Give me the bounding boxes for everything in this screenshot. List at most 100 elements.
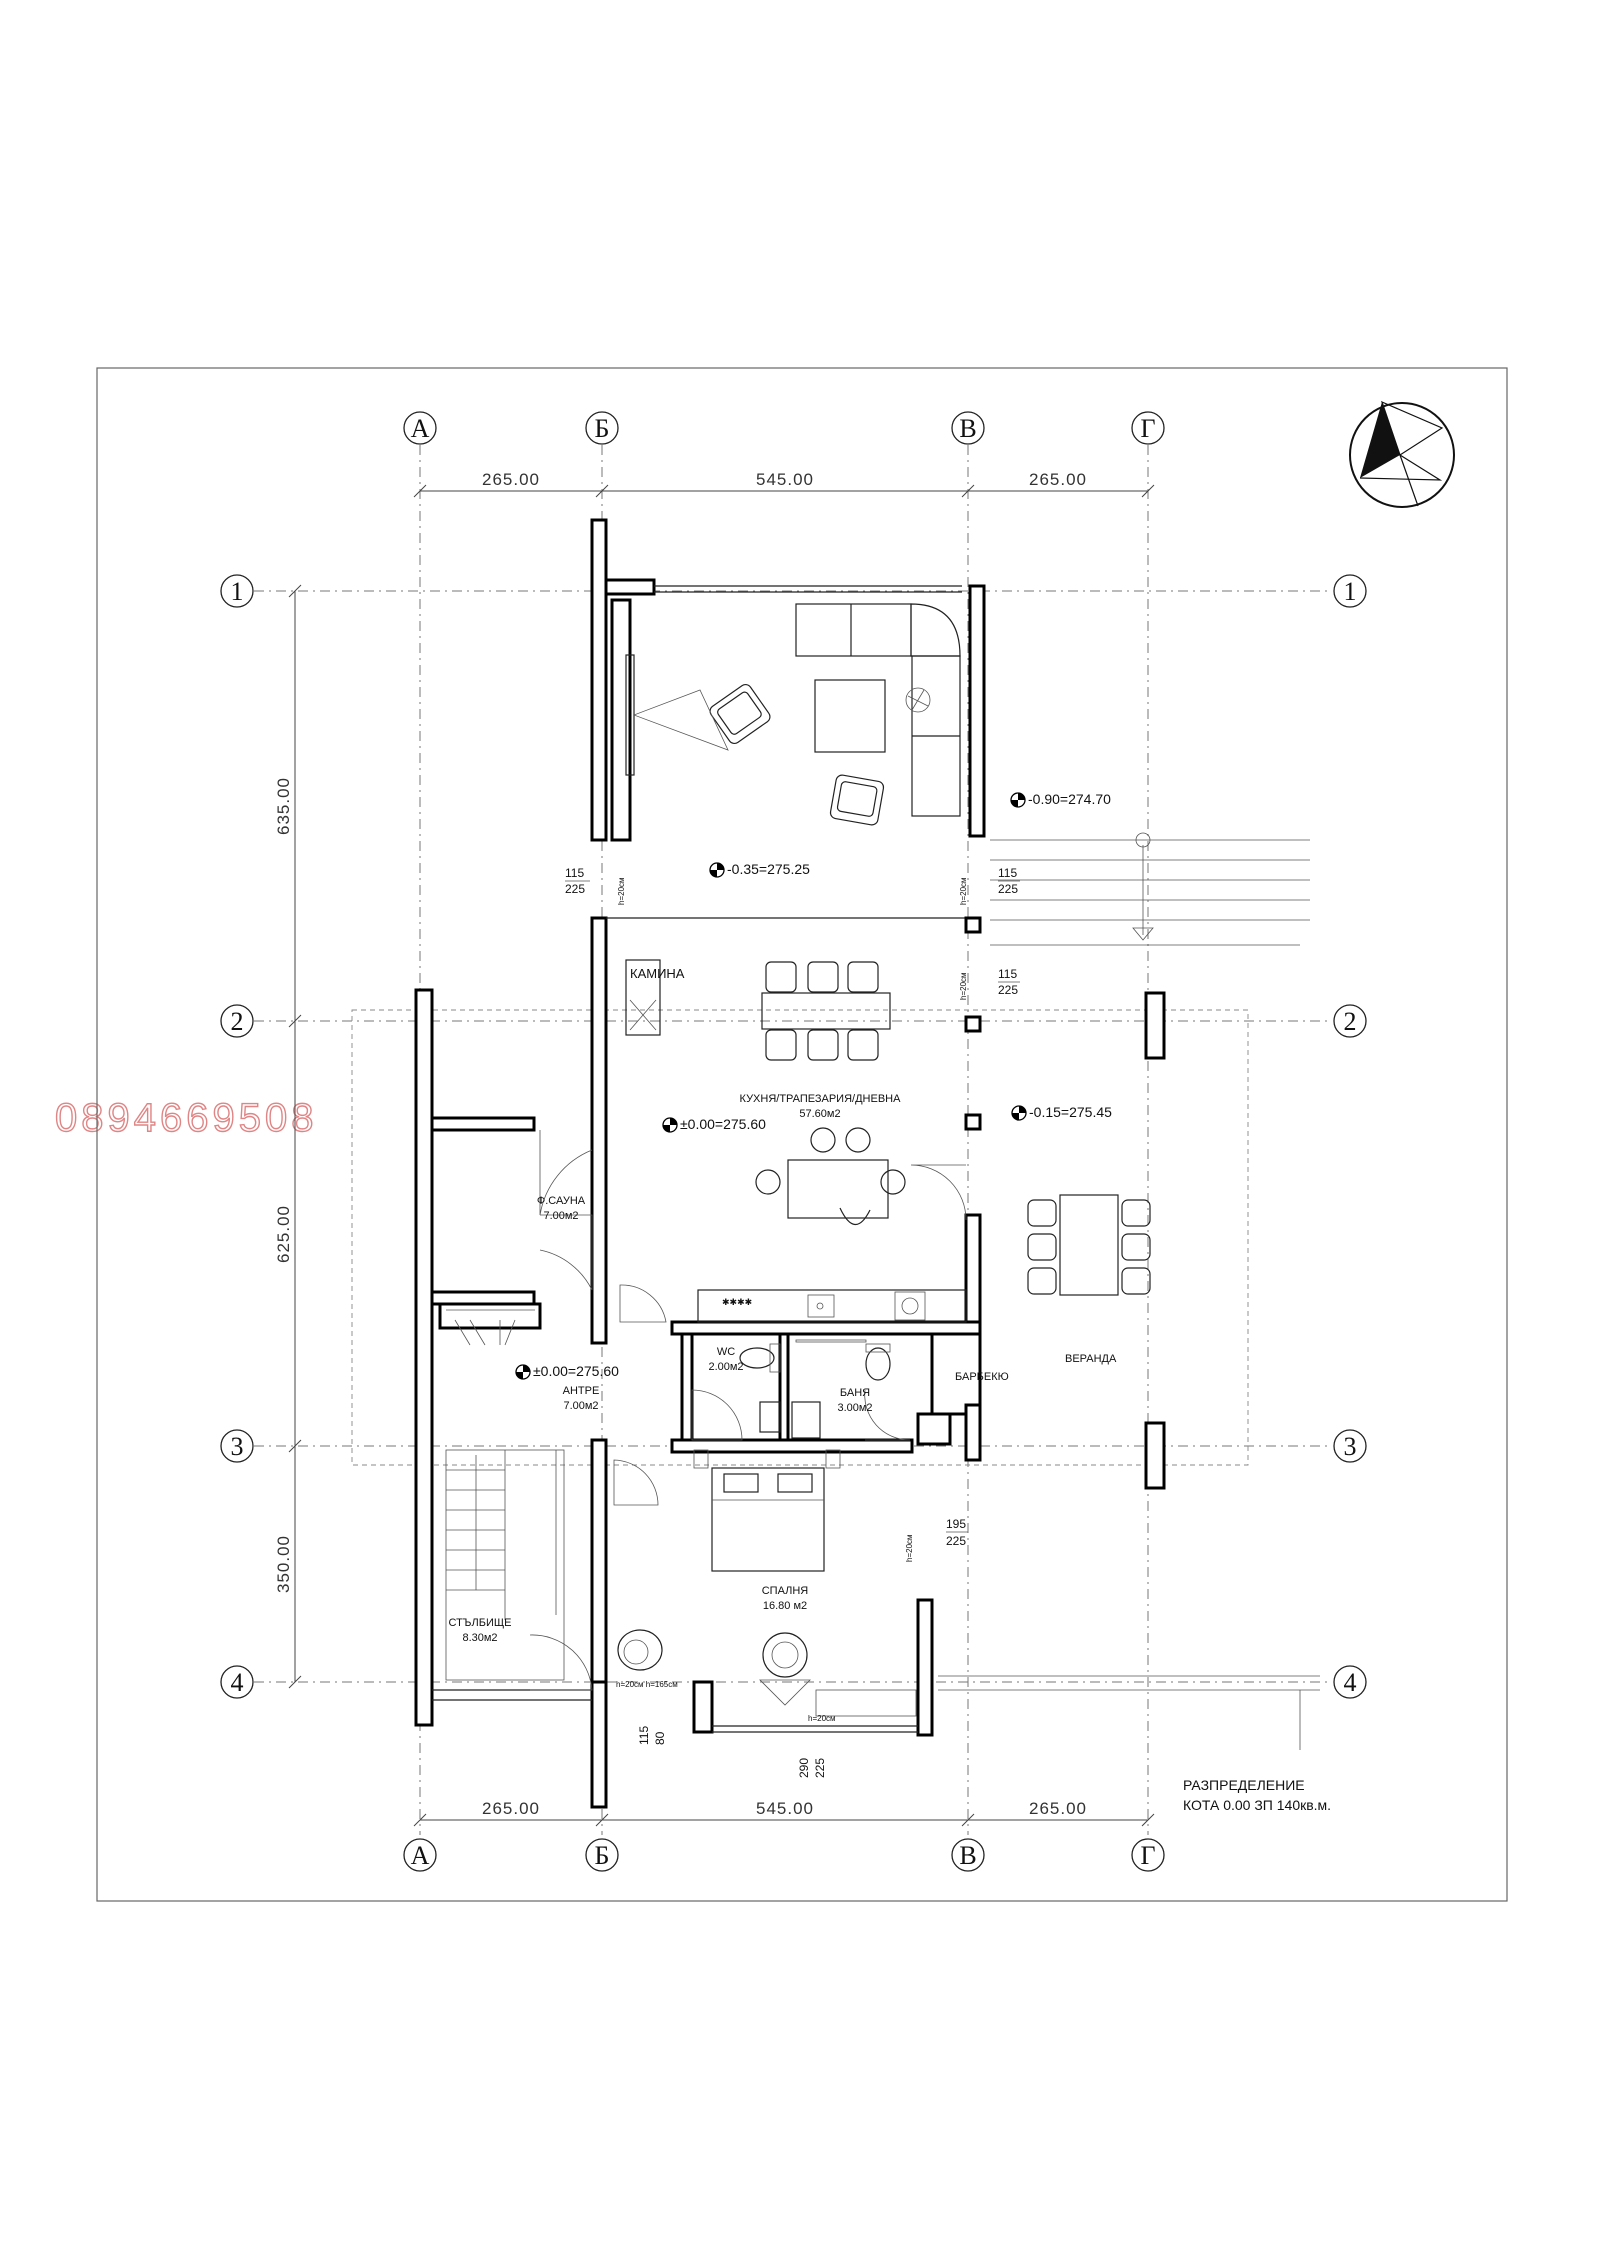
plan-label: 225: [998, 983, 1018, 997]
grid-bubble-4-right: 4: [1333, 1665, 1367, 1699]
dining-table: [761, 961, 891, 1061]
plan-label: Б: [595, 414, 610, 443]
plan-label: 290: [797, 1758, 811, 1778]
plan-label: 2: [231, 1007, 244, 1036]
elevation-marker-3: ±0.00=275.60: [662, 1116, 766, 1133]
plan-label: 1: [231, 577, 244, 606]
plan-label: А: [411, 1841, 430, 1870]
drawing-subtitle: КОТА 0.00 ЗП 140кв.м.: [1183, 1797, 1331, 1813]
room-area-kitchen: 57.60м2: [799, 1108, 840, 1120]
opening-tag-2: 115 225 h=20см: [959, 866, 1020, 905]
plan-label: 80: [653, 1731, 667, 1745]
doors: [529, 1130, 967, 1691]
dimension-bottom: 265.00 545.00 265.00: [413, 1799, 1155, 1827]
label-veranda: ВЕРАНДА: [1065, 1353, 1117, 1365]
plan-label: Г: [1140, 1841, 1155, 1870]
elevation-marker-2: -0.35=275.25: [709, 861, 810, 878]
plan-label: 115: [998, 967, 1017, 981]
opening-tag-1: 115 225 h=20см: [565, 866, 626, 905]
plan-label: -0.35=275.25: [727, 861, 810, 877]
plant-icon: [905, 687, 931, 713]
room-area-sauna: 7.00м2: [543, 1210, 578, 1222]
drawing-title: РАЗПРЕДЕЛЕНИЕ: [1183, 1777, 1305, 1793]
room-label-entry: АНТРЕ: [563, 1385, 600, 1397]
veranda-outline: [351, 832, 1320, 1750]
plan-label: ±0.00=275.60: [533, 1363, 619, 1379]
room-label-sauna: Ф.САУНА: [537, 1195, 586, 1207]
opening-tag-3: 115 225 h=20см: [959, 967, 1020, 1000]
staircase: [445, 1309, 565, 1681]
phone-watermark: 0894669508: [54, 1095, 318, 1140]
room-label-wc: WC: [717, 1346, 735, 1358]
label-bbq: БАРБЕКЮ: [955, 1371, 1009, 1383]
plan-label: 225: [813, 1758, 827, 1778]
label-fireplace: КАМИНА: [630, 966, 685, 981]
plan-label: 1: [1344, 577, 1357, 606]
plan-label: Г: [1140, 414, 1155, 443]
dimension-left: 635.00 625.00 350.00: [274, 584, 302, 1689]
plan-label: h=20см: [959, 972, 968, 1000]
plan-label: 350.00: [274, 1535, 293, 1593]
plan-label: В: [959, 1841, 976, 1870]
elevation-marker-1: -0.90=274.70: [1010, 791, 1111, 808]
opening-tag-5: 115 80 h=20см h=165см: [616, 1680, 678, 1745]
plan-label: 4: [1344, 1668, 1357, 1697]
plan-label: ±0.00=275.60: [680, 1116, 766, 1132]
plan-label: 115: [565, 866, 584, 880]
plan-label: 115: [637, 1726, 651, 1745]
opening-tag-6: 290 225 h=20см: [797, 1714, 836, 1778]
plan-label: 3: [1344, 1432, 1357, 1461]
room-label-bath: БАНЯ: [840, 1387, 870, 1399]
plan-label: h=20см: [617, 877, 626, 905]
opening-tag-4: 195 225 h=20см: [905, 1517, 968, 1562]
plan-label: h=20см h=165см: [616, 1680, 678, 1689]
room-area-bedroom: 16.80 м2: [763, 1600, 807, 1612]
room-area-wc: 2.00м2: [708, 1361, 743, 1373]
grid-bubble-B-top: Б: [585, 411, 619, 445]
plan-label: 3: [231, 1432, 244, 1461]
grid-bubble-3-left: 3: [220, 1429, 254, 1463]
room-label-kitchen: КУХНЯ/ТРАПЕЗАРИЯ/ДНЕВНА: [740, 1093, 902, 1105]
grid-bubble-4-left: 4: [220, 1665, 254, 1699]
plan-label: -0.15=275.45: [1029, 1104, 1112, 1120]
grid-bubble-G-bottom: Г: [1131, 1838, 1165, 1872]
elevation-marker-5: ±0.00=275.60: [515, 1363, 619, 1380]
plan-label: 195: [946, 1517, 966, 1531]
plan-label: 2: [1344, 1007, 1357, 1036]
grid-bubble-2-right: 2: [1333, 1004, 1367, 1038]
plan-label: 265.00: [482, 1799, 540, 1818]
plan-label: 225: [998, 882, 1018, 896]
svg-text:✱✱✱✱: ✱✱✱✱: [722, 1297, 752, 1307]
plan-label: 265.00: [482, 470, 540, 489]
north-arrow-icon: [1349, 400, 1455, 508]
grid-bubble-G-top: Г: [1131, 411, 1165, 445]
room-label-stair: СТЪЛБИЩЕ: [449, 1617, 512, 1629]
elevation-marker-4: -0.15=275.45: [1011, 1104, 1112, 1121]
plan-label: 545.00: [756, 1799, 814, 1818]
plan-label: А: [411, 414, 430, 443]
plan-label: 635.00: [274, 777, 293, 835]
room-label-bedroom: СПАЛНЯ: [762, 1585, 809, 1597]
grid-bubble-B-bottom: Б: [585, 1838, 619, 1872]
plan-label: h=20см: [905, 1534, 914, 1562]
plan-label: -0.90=274.70: [1028, 791, 1111, 807]
kitchen-island: [755, 1127, 906, 1226]
sheet-frame: [96, 367, 1508, 1902]
plan-label: 115: [998, 866, 1017, 880]
grid-bubble-A-bottom: А: [403, 1838, 437, 1872]
room-area-stair: 8.30м2: [462, 1632, 497, 1644]
room-area-bath: 3.00м2: [837, 1402, 872, 1414]
plan-label: 225: [565, 882, 585, 896]
walls: [414, 518, 1166, 1809]
grid-bubble-3-right: 3: [1333, 1429, 1367, 1463]
grid-bubble-V-bottom: В: [951, 1838, 985, 1872]
plan-label: h=20см: [808, 1714, 836, 1723]
dimension-top: 265.00 545.00 265.00: [413, 470, 1155, 498]
plan-label: 265.00: [1029, 470, 1087, 489]
living-furniture: [625, 603, 961, 826]
plan-label: Б: [595, 1841, 610, 1870]
plan-label: 545.00: [756, 470, 814, 489]
plan-label: h=20см: [959, 877, 968, 905]
plan-label: 225: [946, 1534, 966, 1548]
